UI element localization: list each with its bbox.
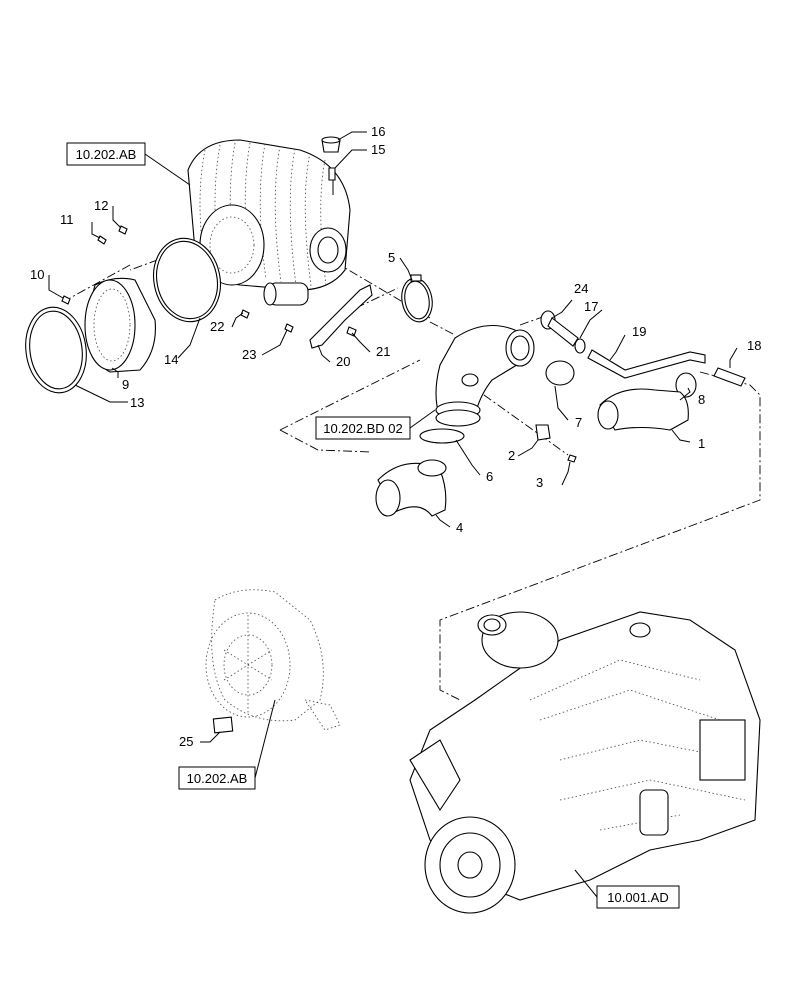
- callout-5: 5: [388, 250, 395, 265]
- fan-housing-10-202-ab: [205, 589, 341, 731]
- part-6-clamp: [419, 428, 465, 444]
- part-9-cover: [84, 277, 156, 373]
- part-13-seal-ring: [25, 306, 87, 394]
- part-20-bracket: [309, 284, 373, 349]
- intake-hose-10-202-bd: [435, 325, 535, 427]
- callout-17: 17: [584, 299, 598, 314]
- ref-box-engine[interactable]: 10.001.AD: [574, 869, 680, 909]
- ref-box-bd[interactable]: 10.202.BD 02: [315, 409, 436, 440]
- callout-23: 23: [242, 347, 256, 362]
- ref-label-engine: 10.001.AD: [607, 890, 668, 905]
- part-4-elbow: [375, 459, 447, 517]
- part-3-screw: [567, 454, 577, 463]
- callout-4: 4: [456, 520, 463, 535]
- callout-25: 25: [179, 734, 193, 749]
- callout-3: 3: [536, 475, 543, 490]
- callout-19: 19: [632, 324, 646, 339]
- callout-24: 24: [574, 281, 588, 296]
- callout-1: 1: [698, 436, 705, 451]
- part-14-band-clamp: [153, 237, 221, 323]
- part-1-elbow: [597, 388, 689, 431]
- ref-label-ab-bottom: 10.202.AB: [187, 771, 248, 786]
- ref-box-ab-top[interactable]: 10.202.AB: [66, 142, 191, 186]
- part-7-clamp: [545, 360, 575, 386]
- ref-label-bd: 10.202.BD 02: [323, 421, 403, 436]
- part-19-pipe: [587, 349, 706, 379]
- part-5-clamp: [401, 274, 433, 323]
- part-8-clamp: [675, 372, 697, 398]
- engine-10-001-ad: [409, 611, 761, 914]
- callout-13: 13: [130, 395, 144, 410]
- callout-labels: 16 15 12 11 10 5 9 13 14 22 23 20 21 24 …: [30, 124, 761, 749]
- callout-leaders: [48, 131, 738, 743]
- callout-9: 9: [122, 377, 129, 392]
- part-21-bolt: [346, 326, 357, 337]
- callout-11: 11: [60, 212, 74, 227]
- callout-22: 22: [210, 319, 224, 334]
- callout-21: 21: [376, 344, 390, 359]
- callout-8: 8: [698, 392, 705, 407]
- callout-6: 6: [486, 469, 493, 484]
- part-25-label: [212, 716, 234, 734]
- part-22-nut: [240, 309, 250, 319]
- callout-7: 7: [575, 415, 582, 430]
- part-18-hose: [713, 367, 746, 387]
- part-10-screw: [61, 295, 71, 305]
- ref-label-ab-top: 10.202.AB: [76, 147, 137, 162]
- part-17-hose: [547, 317, 586, 354]
- callout-20: 20: [336, 354, 350, 369]
- assembly-dashed-lines: [69, 247, 761, 701]
- ref-box-ab-bottom[interactable]: 10.202.AB: [178, 699, 276, 790]
- part-16-cap: [321, 136, 341, 153]
- part-15-valve: [328, 167, 336, 181]
- callout-18: 18: [747, 338, 761, 353]
- callout-12: 12: [94, 198, 108, 213]
- callout-10: 10: [30, 267, 44, 282]
- part-2-sensor: [535, 424, 551, 441]
- callout-2: 2: [508, 448, 515, 463]
- callout-14: 14: [164, 352, 178, 367]
- callout-15: 15: [371, 142, 385, 157]
- callout-16: 16: [371, 124, 385, 139]
